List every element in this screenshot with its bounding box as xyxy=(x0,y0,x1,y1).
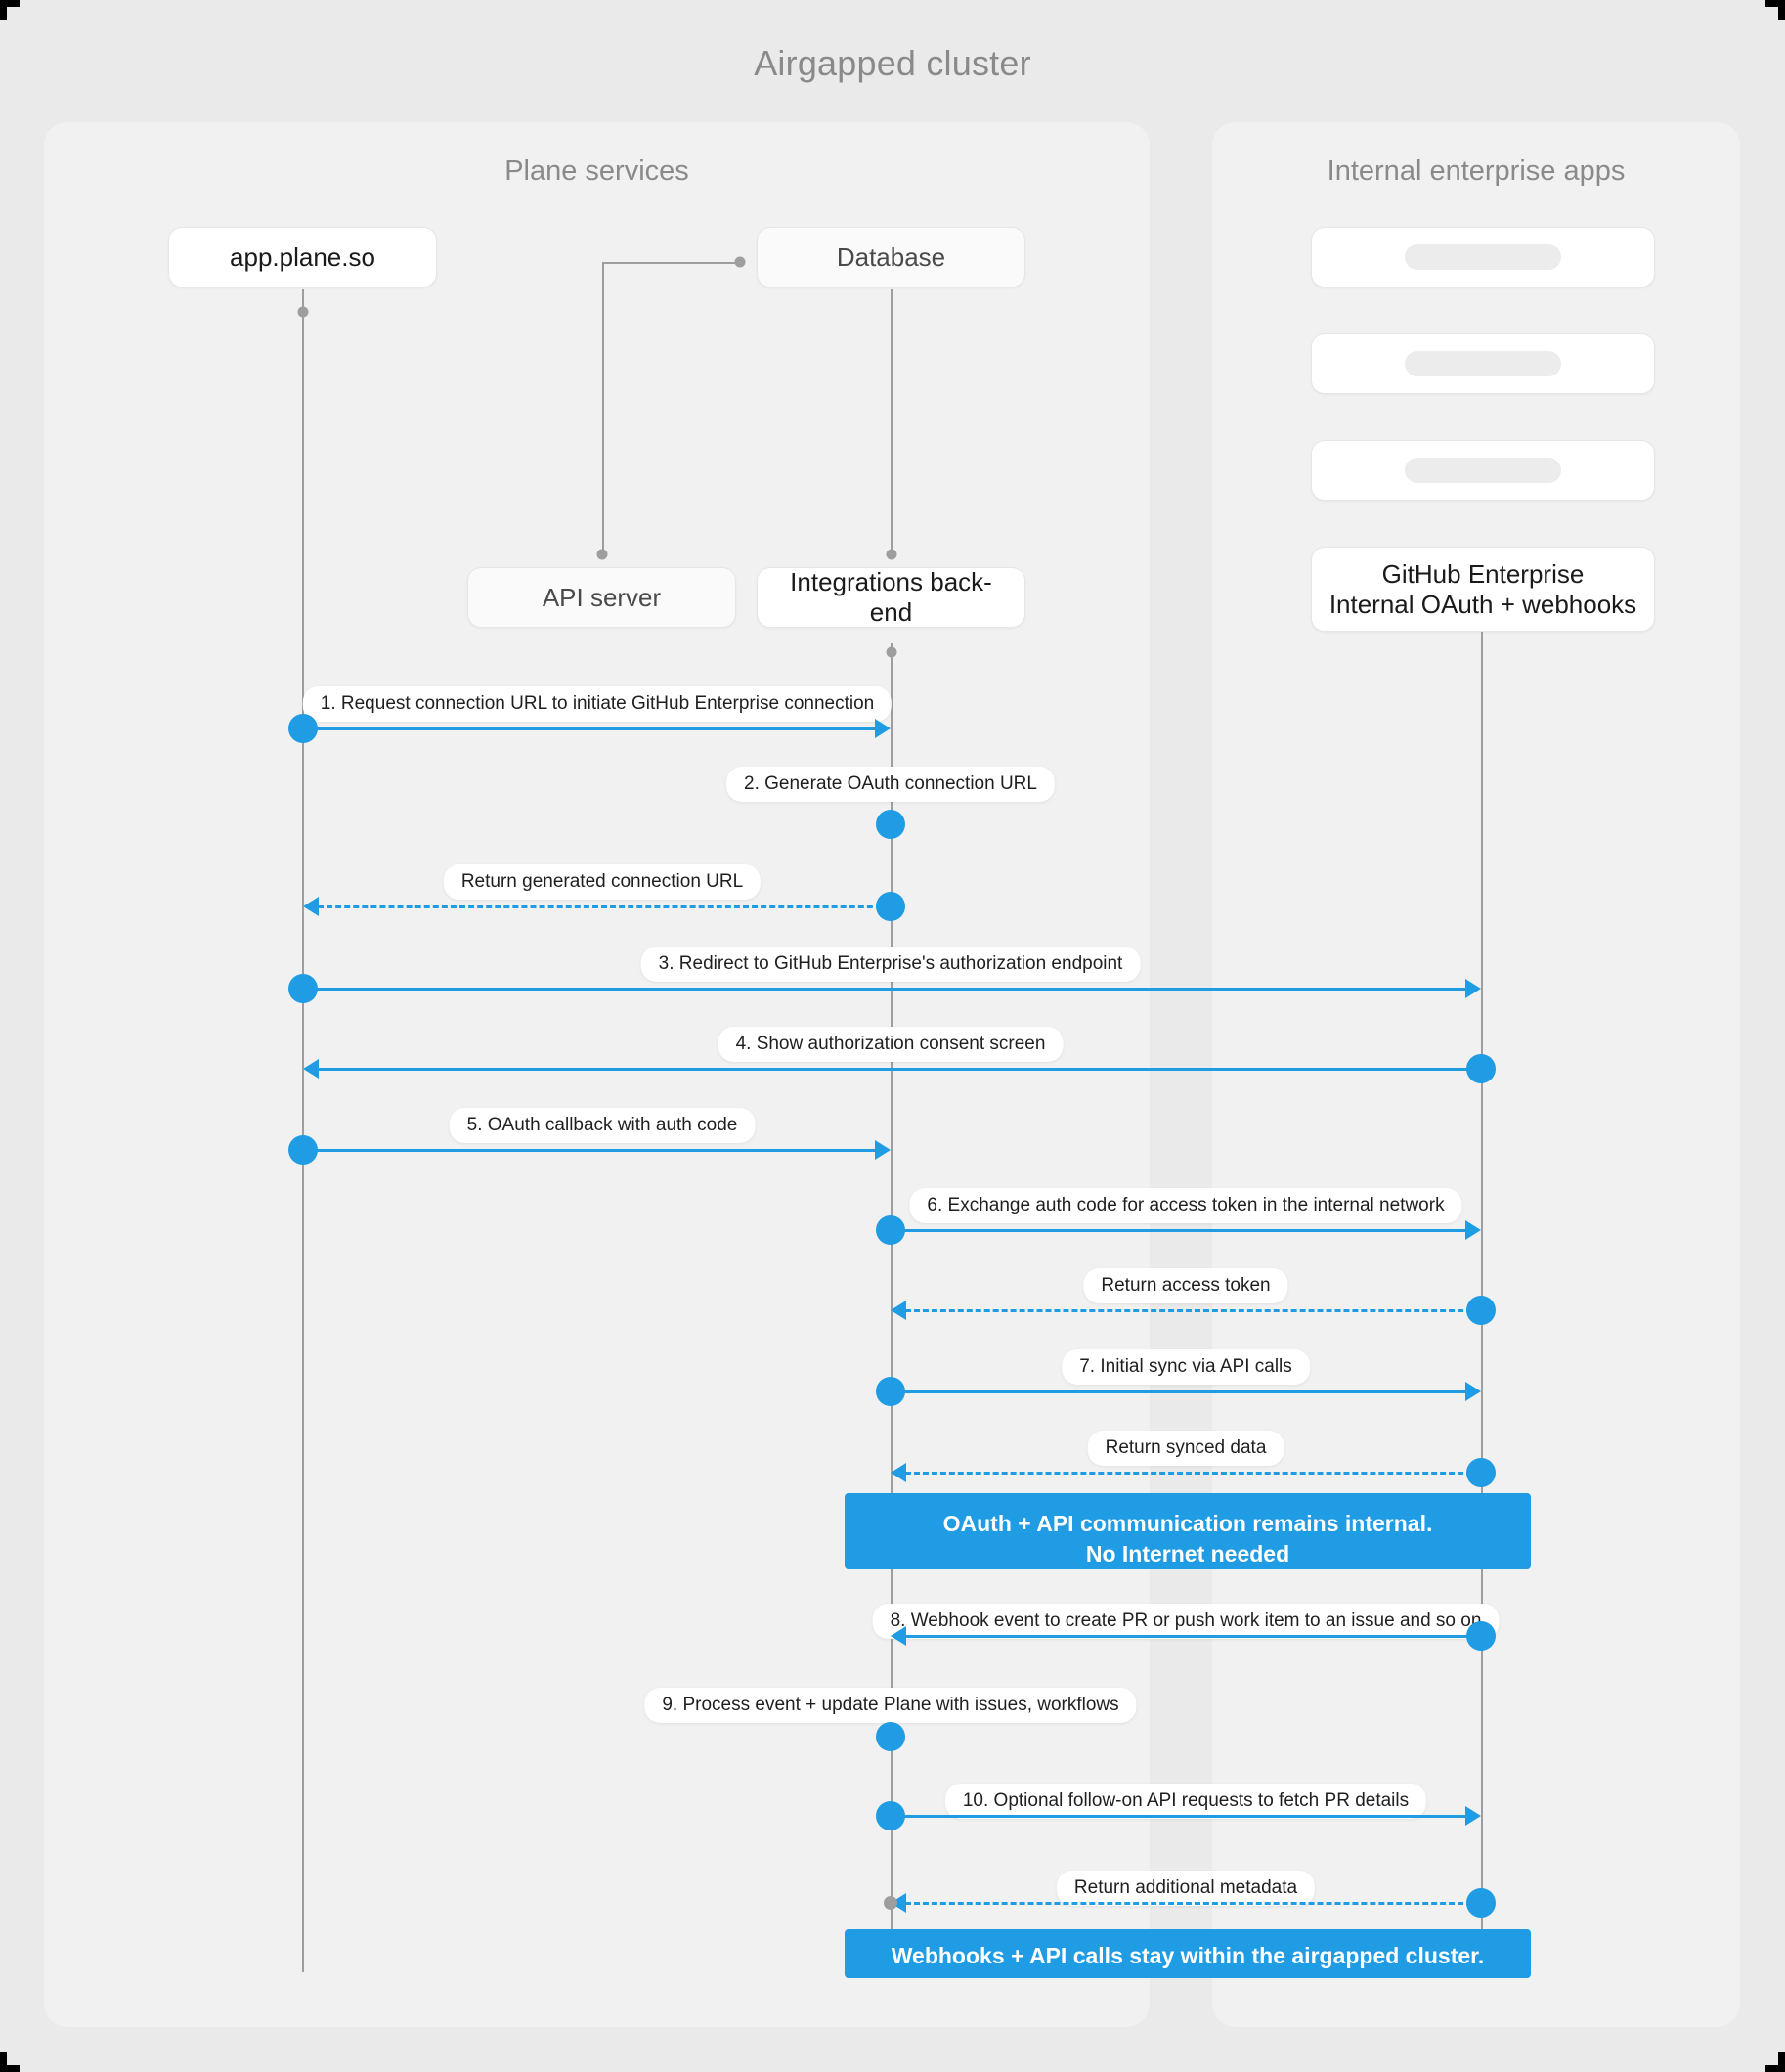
message-line-1 xyxy=(303,727,878,730)
message-label-6: 5. OAuth callback with auth code xyxy=(449,1108,756,1143)
message-label-3: Return generated connection URL xyxy=(443,864,762,900)
message-label-7: 6. Exchange auth code for access token i… xyxy=(909,1188,1462,1223)
note-webhooks-internal: Webhooks + API calls stay within the air… xyxy=(845,1929,1531,1978)
message-origin-dot-7 xyxy=(876,1215,905,1245)
message-arrow-5 xyxy=(303,1059,319,1079)
node-api-server[interactable]: API server xyxy=(467,567,736,628)
lifeline-cap-app xyxy=(297,306,309,318)
message-label-13: 10. Optional follow-on API requests to f… xyxy=(944,1784,1427,1819)
message-arrow-3 xyxy=(303,897,319,916)
message-line-9 xyxy=(891,1390,1468,1393)
placeholder-pill xyxy=(1405,458,1561,483)
node-database[interactable]: Database xyxy=(757,227,1025,287)
message-origin-dot-8 xyxy=(1466,1296,1496,1325)
note-line-2: No Internet needed xyxy=(1085,1541,1290,1567)
lifeline-app-plane-so xyxy=(302,289,304,1972)
node-integrations-backend[interactable]: Integrations back-end xyxy=(757,567,1025,628)
message-arrow-1 xyxy=(875,719,891,738)
message-label-14: Return additional metadata xyxy=(1056,1871,1316,1906)
message-label-5: 4. Show authorization consent screen xyxy=(718,1027,1064,1062)
message-origin-dot-1 xyxy=(288,714,318,743)
note-line-1: Webhooks + API calls stay within the air… xyxy=(891,1943,1485,1968)
lifeline-cap-integ xyxy=(886,646,897,658)
message-origin-dot-14 xyxy=(1466,1888,1496,1918)
corner-mark-bottom-right xyxy=(1765,2052,1785,2072)
node-label: Database xyxy=(836,242,946,272)
message-origin-dot-6 xyxy=(288,1135,318,1165)
node-placeholder-app-1[interactable] xyxy=(1311,227,1655,287)
panel-title-plane-services: Plane services xyxy=(504,155,689,187)
message-label-1: 1. Request connection URL to initiate Gi… xyxy=(302,686,892,722)
message-label-4: 3. Redirect to GitHub Enterprise's autho… xyxy=(640,947,1141,982)
message-line-14 xyxy=(905,1902,1481,1905)
connector-cap-api-server xyxy=(596,549,608,560)
message-label-9: 7. Initial sync via API calls xyxy=(1062,1349,1310,1385)
message-origin-dot-3 xyxy=(876,892,905,921)
node-app-plane-so[interactable]: app.plane.so xyxy=(168,227,437,287)
message-label-11: 8. Webhook event to create PR or push wo… xyxy=(872,1604,1500,1639)
message-arrow-7 xyxy=(1465,1220,1481,1240)
message-line-4 xyxy=(303,988,1468,991)
message-label-8: Return access token xyxy=(1083,1268,1288,1303)
placeholder-pill xyxy=(1405,244,1561,270)
message-origin-dot-5 xyxy=(1466,1054,1496,1083)
message-origin-dot-10 xyxy=(1466,1458,1496,1487)
corner-mark-top-left xyxy=(0,0,20,20)
corner-mark-top-right xyxy=(1765,0,1785,20)
message-self-dot-2 xyxy=(876,810,905,839)
message-label-2: 2. Generate OAuth connection URL xyxy=(726,767,1055,802)
node-placeholder-app-3[interactable] xyxy=(1311,440,1655,501)
message-line-3 xyxy=(318,905,891,908)
connector-cap-database xyxy=(734,256,746,268)
message-target-dot-14 xyxy=(884,1896,897,1910)
message-arrow-4 xyxy=(1465,979,1481,998)
note-oauth-internal: OAuth + API communication remains intern… xyxy=(845,1493,1531,1569)
message-line-8 xyxy=(905,1309,1481,1312)
message-line-11 xyxy=(905,1635,1481,1638)
node-label: app.plane.so xyxy=(230,242,375,272)
message-line-6 xyxy=(303,1149,878,1152)
diagram-title: Airgapped cluster xyxy=(754,43,1031,83)
lifeline-cap-integ-top xyxy=(886,549,897,560)
panel-plane-services: Plane services xyxy=(44,122,1150,2027)
message-label-12: 9. Process event + update Plane with iss… xyxy=(644,1688,1137,1723)
node-placeholder-app-2[interactable] xyxy=(1311,333,1655,394)
placeholder-pill xyxy=(1405,351,1561,376)
note-line-1: OAuth + API communication remains intern… xyxy=(942,1511,1433,1536)
message-origin-dot-13 xyxy=(876,1801,905,1830)
node-label: Integrations back-end xyxy=(790,567,992,627)
message-label-10: Return synced data xyxy=(1087,1431,1284,1466)
message-arrow-13 xyxy=(1465,1806,1481,1826)
message-arrow-6 xyxy=(875,1140,891,1160)
message-arrow-11 xyxy=(891,1626,906,1646)
lifeline-database xyxy=(891,289,892,551)
message-origin-dot-4 xyxy=(288,974,318,1003)
message-origin-dot-11 xyxy=(1466,1621,1496,1651)
message-line-7 xyxy=(891,1229,1468,1232)
message-line-10 xyxy=(905,1472,1481,1475)
message-self-dot-12 xyxy=(876,1722,905,1751)
connector-database-to-api-server xyxy=(602,262,741,555)
message-arrow-8 xyxy=(891,1301,906,1320)
message-arrow-9 xyxy=(1465,1382,1481,1401)
message-line-5 xyxy=(318,1068,1482,1071)
panel-title-internal-enterprise-apps: Internal enterprise apps xyxy=(1327,155,1626,187)
corner-mark-bottom-left xyxy=(0,2052,20,2072)
message-arrow-10 xyxy=(891,1463,906,1482)
node-label: API server xyxy=(542,582,662,612)
message-origin-dot-9 xyxy=(876,1377,905,1406)
message-line-13 xyxy=(891,1815,1468,1818)
